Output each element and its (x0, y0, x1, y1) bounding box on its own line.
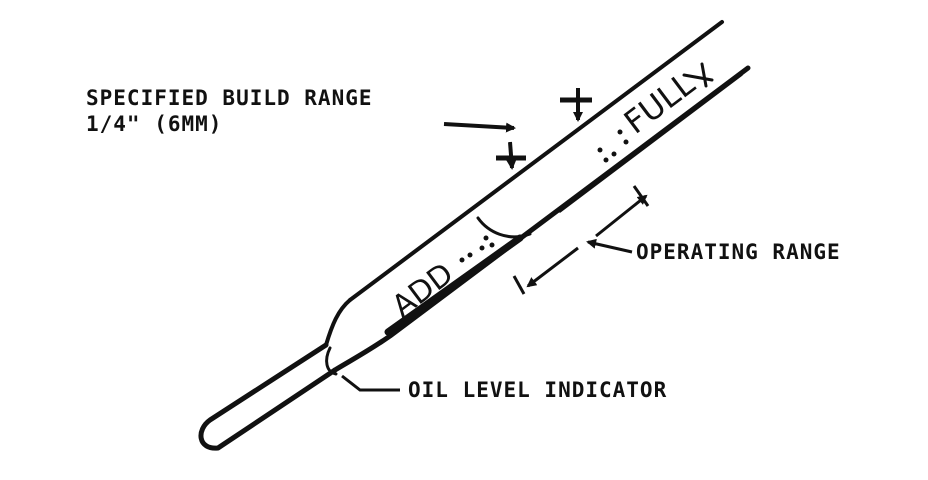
build-range-label-line2: 1/4" (6MM) (86, 112, 223, 136)
oil-level-leader (341, 374, 400, 392)
build-range-label-line1: SPECIFIED BUILD RANGE (86, 86, 373, 110)
stick-dots (459, 129, 629, 263)
operating-range-leader (586, 238, 633, 254)
operating-range-arrow (512, 185, 650, 295)
operating-range-label: OPERATING RANGE (636, 240, 841, 264)
oil-level-indicator-label: OIL LEVEL INDICATOR (408, 378, 668, 402)
build-range-arrows (443, 88, 592, 170)
dipstick-outline (198, 20, 751, 451)
